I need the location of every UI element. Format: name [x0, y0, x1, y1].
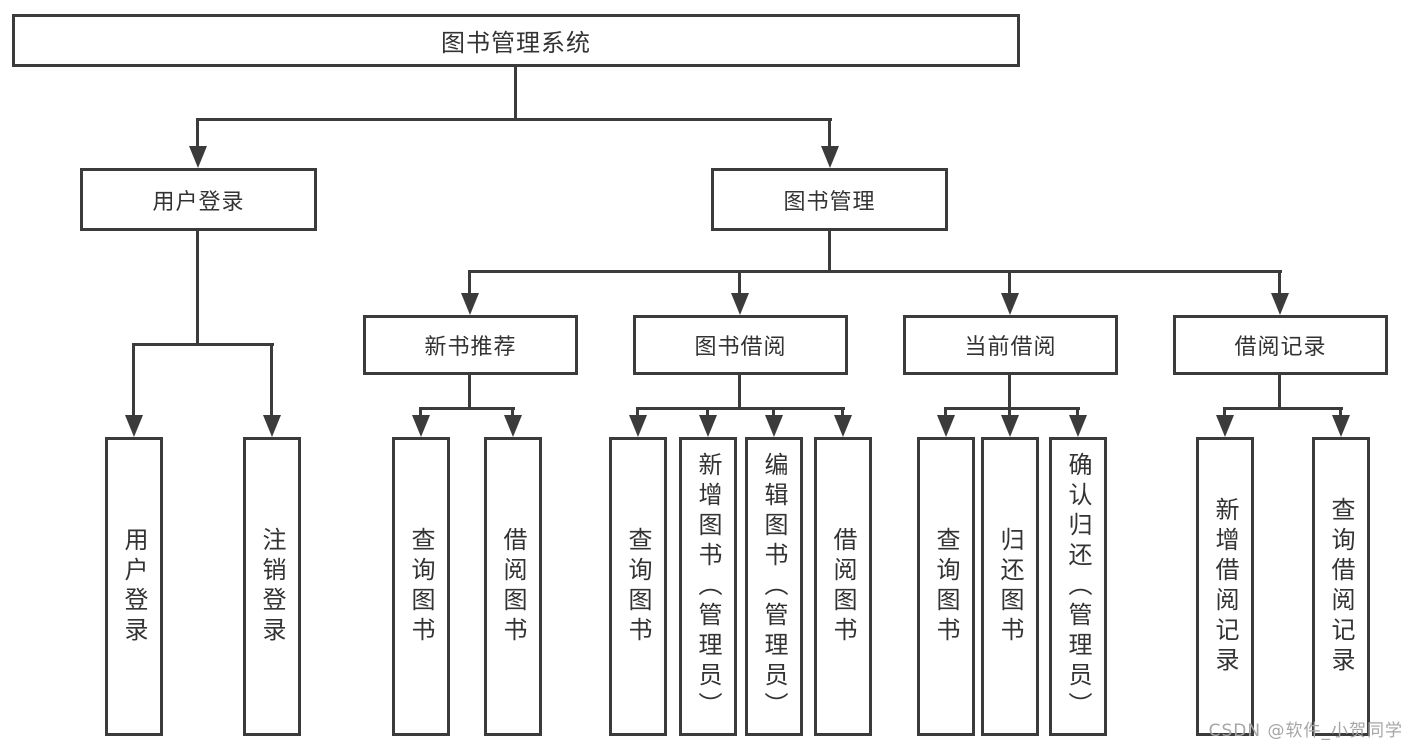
node-label: 当前借阅	[964, 335, 1057, 360]
leaf-query-books-borrowing: 查询图书	[609, 437, 667, 736]
connector-line	[828, 118, 831, 150]
node-borrowing-records: 借阅记录	[1173, 315, 1388, 375]
connector-line	[468, 270, 471, 296]
connector-line	[738, 375, 741, 410]
leaf-label: 查询图书	[932, 526, 960, 647]
node-book-borrowing: 图书借阅	[633, 315, 848, 375]
leaf-label: 新增借阅记录	[1211, 496, 1239, 677]
leaf-user-login: 用户登录	[105, 437, 163, 736]
connector-line	[772, 407, 775, 422]
leaf-edit-books-admin: 编辑图书（管理员）	[745, 437, 803, 736]
connector-line	[1223, 407, 1226, 422]
connector-line	[1008, 270, 1011, 296]
arrow-down-icon	[765, 415, 783, 437]
connector-line	[419, 407, 515, 410]
connector-line	[419, 407, 422, 422]
node-library-management-system: 图书管理系统	[12, 14, 1020, 67]
arrow-down-icon	[1332, 415, 1350, 437]
connector-line	[841, 407, 844, 422]
leaf-label: 查询图书	[624, 526, 652, 647]
arrow-down-icon	[834, 415, 852, 437]
node-label: 图书借阅	[694, 335, 787, 360]
leaf-return-books: 归还图书	[981, 437, 1039, 736]
arrow-down-icon	[1069, 415, 1087, 437]
leaf-borrow-books: 借阅图书	[814, 437, 872, 736]
arrow-down-icon	[1271, 293, 1289, 315]
leaf-label: 借阅图书	[829, 526, 857, 647]
connector-line	[1339, 407, 1342, 422]
csdn-watermark: CSDN @软件_小贺同学	[1208, 721, 1403, 741]
leaf-add-borrow-record: 新增借阅记录	[1196, 437, 1254, 736]
connector-line	[636, 407, 639, 422]
leaf-logout: 注销登录	[243, 437, 301, 736]
connector-line	[706, 407, 709, 422]
node-new-book-recommendation: 新书推荐	[363, 315, 578, 375]
leaf-label: 归还图书	[996, 526, 1024, 647]
leaf-label: 用户登录	[120, 526, 148, 647]
leaf-label: 确认归还（管理员）	[1064, 451, 1092, 722]
arrow-down-icon	[125, 415, 143, 437]
connector-line	[270, 343, 273, 422]
node-label: 新书推荐	[424, 335, 517, 360]
leaf-query-books-current: 查询图书	[917, 437, 975, 736]
leaf-add-books-admin: 新增图书（管理员）	[679, 437, 737, 736]
leaf-label: 编辑图书（管理员）	[760, 451, 788, 722]
connector-line	[1278, 375, 1281, 410]
arrow-down-icon	[699, 415, 717, 437]
connector-line	[828, 231, 831, 273]
node-label: 用户登录	[152, 189, 245, 215]
connector-line	[132, 343, 274, 346]
arrow-down-icon	[937, 415, 955, 437]
connector-line	[196, 118, 199, 150]
connector-line	[196, 231, 199, 345]
connector-line	[196, 118, 832, 121]
node-label: 图书管理	[783, 189, 876, 215]
arrow-down-icon	[1001, 293, 1019, 315]
connector-line	[738, 270, 741, 296]
arrow-down-icon	[189, 146, 207, 168]
connector-line	[1008, 407, 1011, 422]
connector-line	[1278, 270, 1281, 296]
leaf-label: 查询借阅记录	[1327, 496, 1355, 677]
connector-line	[1076, 407, 1079, 422]
leaf-query-borrow-record: 查询借阅记录	[1312, 437, 1370, 736]
connector-line	[944, 407, 1080, 410]
leaf-label: 查询图书	[407, 526, 435, 647]
arrow-down-icon	[1216, 415, 1234, 437]
node-current-borrowing: 当前借阅	[903, 315, 1118, 375]
node-label: 借阅记录	[1234, 335, 1327, 360]
connector-line	[468, 375, 471, 410]
connector-line	[514, 67, 517, 120]
connector-line	[511, 407, 514, 422]
leaf-query-books-recommend: 查询图书	[392, 437, 450, 736]
connector-line	[132, 343, 135, 422]
arrow-down-icon	[412, 415, 430, 437]
arrow-down-icon	[504, 415, 522, 437]
arrow-down-icon	[461, 293, 479, 315]
node-label: 图书管理系统	[441, 29, 591, 57]
connector-line	[944, 407, 947, 422]
leaf-label: 注销登录	[258, 526, 286, 647]
node-user-login: 用户登录	[80, 168, 317, 231]
arrow-down-icon	[731, 293, 749, 315]
node-book-management: 图书管理	[711, 168, 948, 231]
arrow-down-icon	[263, 415, 281, 437]
leaf-confirm-return-admin: 确认归还（管理员）	[1049, 437, 1107, 736]
arrow-down-icon	[629, 415, 647, 437]
leaf-borrow-books-recommend: 借阅图书	[484, 437, 542, 736]
leaf-label: 新增图书（管理员）	[694, 451, 722, 722]
connector-line	[468, 270, 1282, 273]
arrow-down-icon	[1001, 415, 1019, 437]
arrow-down-icon	[821, 146, 839, 168]
connector-line	[636, 407, 845, 410]
leaf-label: 借阅图书	[499, 526, 527, 647]
connector-line	[1008, 375, 1011, 410]
connector-line	[1223, 407, 1343, 410]
